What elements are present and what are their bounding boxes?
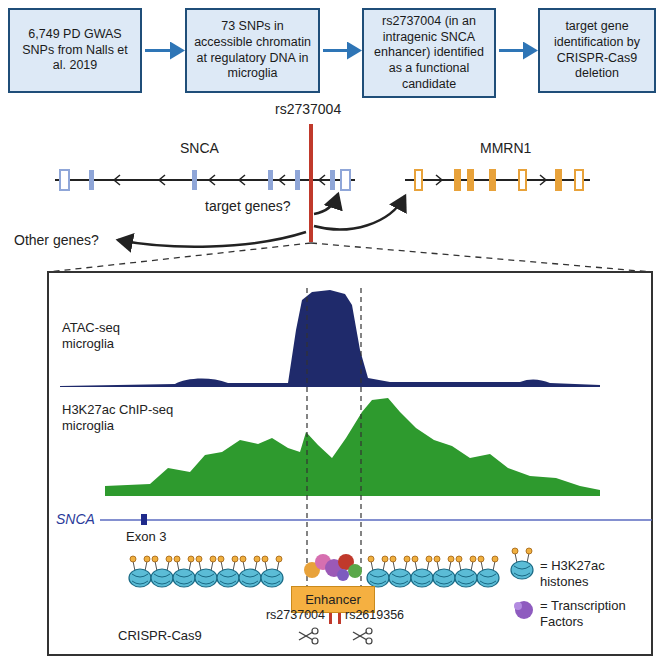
legend-icons xyxy=(511,548,533,619)
flow-arrow xyxy=(145,49,182,52)
label: target genes? xyxy=(205,198,291,215)
transcription-factors xyxy=(304,554,362,581)
legend-text: = Transcription Factors xyxy=(540,598,645,629)
snca-line xyxy=(100,519,652,521)
chip-track xyxy=(105,398,600,496)
node-text: 73 SNPs in accessible chromatin at regul… xyxy=(193,19,312,82)
legend-text: = H3K27ac histones xyxy=(540,558,645,589)
flow-arrow xyxy=(323,49,359,52)
node-text: rs2737004 (in an intragenic SNCA enhance… xyxy=(370,14,488,92)
node-text: target gene identification by CRISPR-Cas… xyxy=(546,19,648,82)
node-text: Enhancer xyxy=(305,592,361,607)
mmrn1-gene xyxy=(405,170,590,190)
scissors xyxy=(299,628,372,644)
nucleosomes xyxy=(129,556,499,587)
label: Other genes? xyxy=(14,232,99,249)
exon-3 xyxy=(141,514,147,525)
label: ATAC-seq microglia xyxy=(62,320,172,351)
label: Exon 3 xyxy=(126,529,166,545)
label: rs2619356 xyxy=(345,608,404,623)
label: CRISPR-Cas9 xyxy=(118,628,202,644)
process-box: target gene identification by CRISPR-Cas… xyxy=(538,8,656,93)
node-text: 6,749 PD GWAS SNPs from Nalls et al. 201… xyxy=(16,27,134,74)
label: rs2737004 xyxy=(250,608,325,623)
label: rs2737004 xyxy=(275,101,341,118)
label: SNCA xyxy=(180,140,219,157)
process-box: rs2737004 (in an intragenic SNCA enhance… xyxy=(362,8,496,98)
process-box: 73 SNPs in accessible chromatin at regul… xyxy=(185,8,320,93)
flow-arrow xyxy=(499,49,535,52)
label: MMRN1 xyxy=(480,140,531,157)
label: H3K27ac ChIP-seq microglia xyxy=(62,402,182,433)
snp-marker xyxy=(309,124,313,242)
target-arrows xyxy=(118,194,405,247)
process-box: 6,749 PD GWAS SNPs from Nalls et al. 201… xyxy=(8,8,142,93)
atac-track xyxy=(60,290,600,387)
label: SNCA xyxy=(56,511,95,528)
zoom-panel xyxy=(48,272,652,655)
zoom-lines xyxy=(48,243,652,272)
